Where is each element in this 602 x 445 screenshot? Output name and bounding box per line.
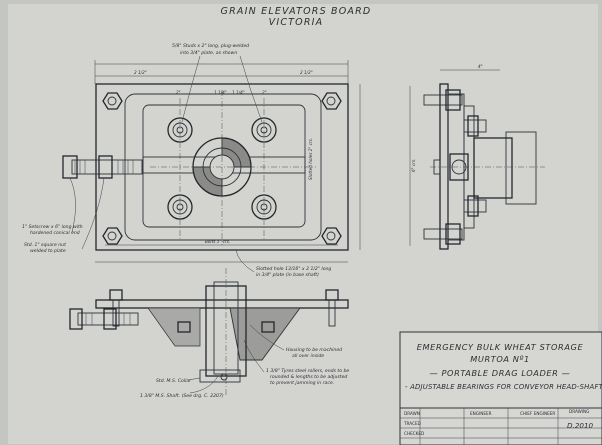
tb-checked: CHECKED [404, 431, 424, 436]
title-line-4: - ADJUSTABLE BEARINGS FOR CONVEYOR HEAD-… [405, 383, 602, 391]
section-view: Slotted hole 13/16" x 2 1/2" long in 3/4… [69, 249, 349, 399]
note-setscrew: 1" Setscrew x 6" long with [22, 224, 83, 230]
tb-chief-engineer: CHIEF ENGINEER [520, 411, 555, 416]
plan-view: 2 1/2" 2" 1 1/4" 1 1/4" 2" 2 1/2" Bolts … [22, 43, 361, 254]
note-square-nut-2: welded to plate [30, 248, 66, 254]
tb-engineer: ENGINEER [470, 411, 492, 416]
note-studs: 5/8" Studs x 2" long, plug-welded [172, 43, 249, 49]
tb-traced: TRACED [403, 421, 421, 426]
title-block-frame [399, 331, 602, 445]
note-roller-3: to prevent jamming in race. [270, 380, 334, 386]
note-shaft: 1 3/8" M.S. Shaft. (See drg. C. 2207) [140, 393, 224, 399]
note-housing-2: all over inside [292, 353, 324, 359]
dim-d: 1 1/4" [232, 90, 245, 95]
note-roller: 1 3/8" Tyres steel rollers, ends to be [266, 368, 349, 374]
housing-section [229, 307, 301, 361]
board-state: VICTORIA [269, 17, 324, 28]
note-square-nut: Std. 1" square nut [24, 242, 66, 248]
dim-b: 2" [176, 90, 181, 95]
shaft-collar [199, 369, 241, 383]
dim-side-height: 6" crs. [411, 159, 416, 172]
inner-plate [124, 93, 322, 241]
title-line-1: EMERGENCY BULK WHEAT STORAGE [417, 342, 584, 352]
title-block: EMERGENCY BULK WHEAT STORAGE MURTOA Nº1 … [399, 331, 602, 445]
dim-e: 2" [262, 90, 267, 95]
note-slotted-2: in 3/4" plate (in base shaft) [256, 272, 319, 278]
dim-side-width: 4" [478, 64, 483, 69]
tb-drawing-label: DRAWING [569, 409, 589, 414]
note-collar: Std. M.S. Collar [156, 378, 192, 384]
dim-bolts: Bolts 5" crs. [205, 239, 230, 244]
note-roller-2: rounded & lengths to be adjusted [270, 374, 347, 380]
title-line-2: MURTOA Nº1 [470, 354, 530, 364]
section-base-plate [95, 299, 349, 309]
dim-c: 1 1/4" [214, 90, 227, 95]
tb-drawn: DRAWN [404, 411, 420, 416]
side-bearing-housing [473, 137, 513, 199]
note-slotted: Slotted hole 13/16" x 2 1/2" long [256, 266, 331, 272]
tb-drawing-number: D.2010 [567, 421, 594, 430]
note-housing: Housing to be machined [286, 347, 342, 353]
board-title: GRAIN ELEVATORS BOARD [221, 6, 372, 17]
dim-f: 2 1/2" [300, 70, 313, 75]
dim-a: 2 1/2" [134, 70, 147, 75]
title-line-3: — PORTABLE DRAG LOADER — [430, 368, 571, 378]
dim-slot-holes: Slotted holes 2" crs. [308, 138, 313, 180]
side-view: 4" 6" crs. [409, 64, 545, 250]
base-plate [95, 83, 349, 251]
note-studs-2: into 3/4" plate, as shown [180, 50, 237, 56]
corner-bolts [102, 92, 342, 245]
note-setscrew-2: hardened conical end [30, 230, 80, 236]
